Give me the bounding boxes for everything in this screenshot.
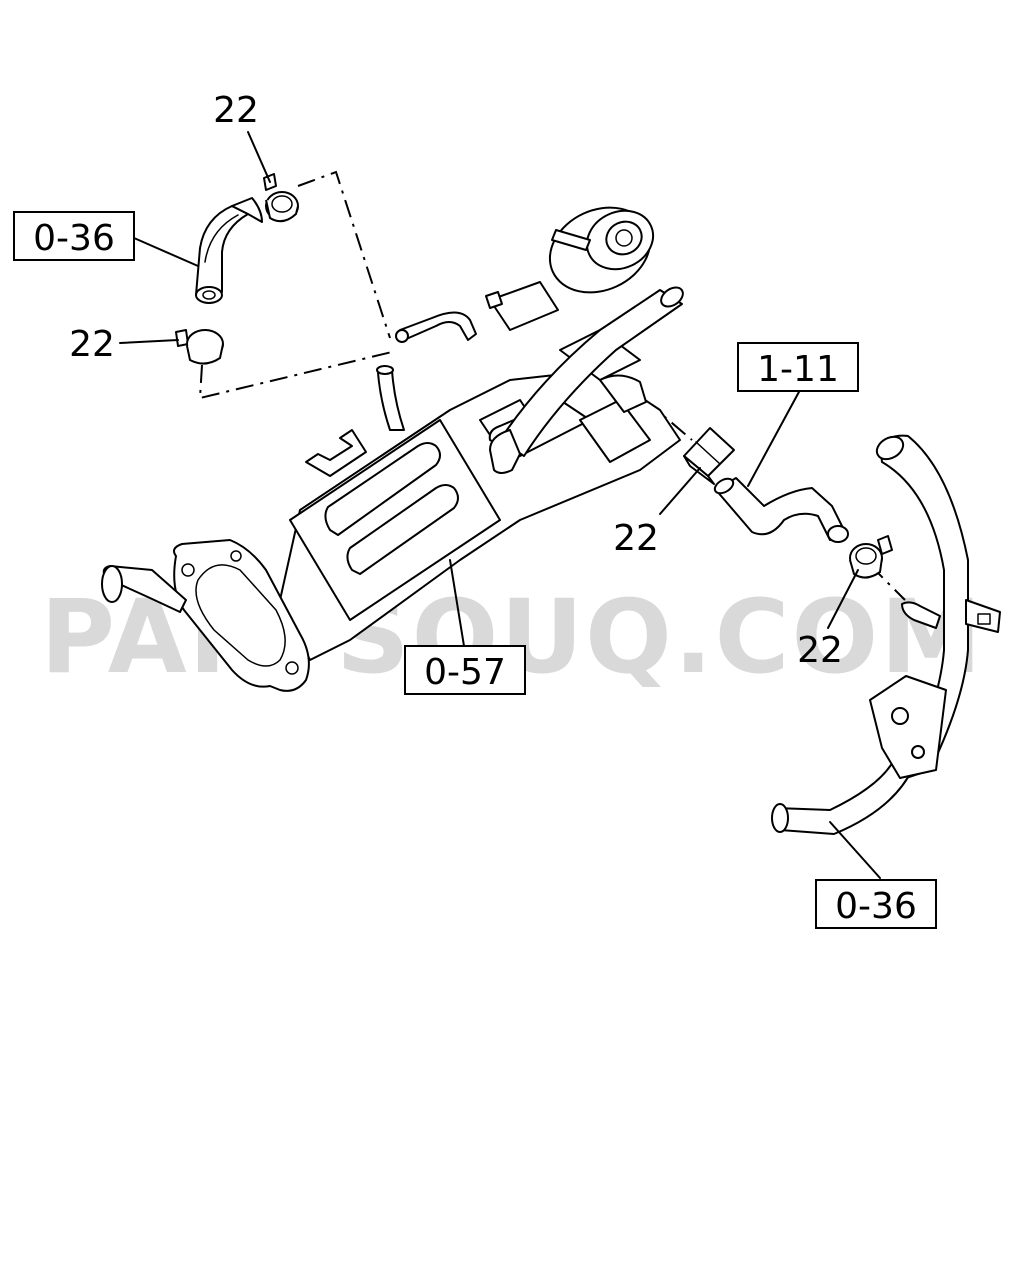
ref-label-1-11: 1-11 (757, 349, 839, 390)
ref-label-0-36-right: 0-36 (835, 886, 917, 927)
leader-lines (119, 131, 881, 879)
clamp-22-top[interactable] (263, 173, 299, 223)
ref-box-0-36-left[interactable]: 0-36 (13, 211, 135, 261)
callout-22-left: 22 (69, 324, 115, 365)
clamp-22-left[interactable] (175, 329, 224, 365)
egr-cooler-0-57[interactable] (101, 192, 686, 692)
hose-0-36-left[interactable] (195, 197, 263, 304)
callout-22-mid: 22 (613, 518, 659, 559)
callout-22-top: 22 (213, 90, 259, 131)
hose-1-11[interactable] (712, 476, 849, 543)
clamp-22-right[interactable] (849, 535, 893, 579)
clamp-22-mid[interactable] (683, 427, 735, 485)
ref-box-0-36-right[interactable]: 0-36 (815, 879, 937, 929)
ref-label-0-36-left: 0-36 (33, 218, 115, 259)
small-pipe-upper[interactable] (376, 311, 477, 431)
callout-22-right: 22 (797, 630, 843, 671)
ref-label-0-57: 0-57 (424, 652, 506, 693)
pipe-0-36-right[interactable] (771, 432, 1001, 835)
ref-box-1-11[interactable]: 1-11 (737, 342, 859, 392)
ref-box-0-57[interactable]: 0-57 (404, 645, 526, 695)
